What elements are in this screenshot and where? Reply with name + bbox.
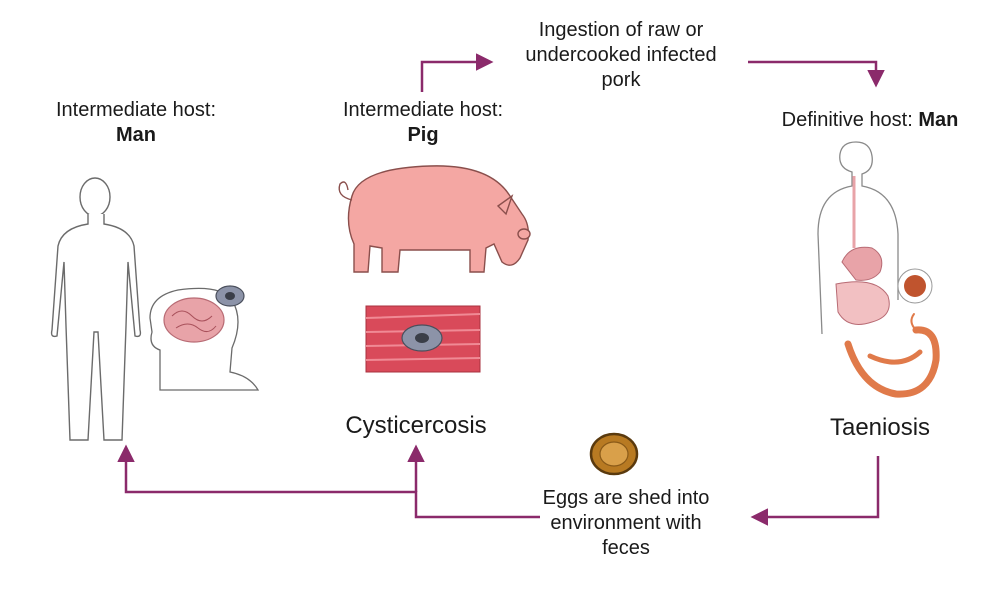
definitive-host-role: Definitive host: <box>782 109 913 131</box>
ingestion-line-2: undercooked infected <box>498 43 744 68</box>
cysticercosis-label: Cysticercosis <box>326 412 506 440</box>
tapeworm <box>848 314 936 394</box>
arrow-ingestion-to-definitive-host <box>748 62 876 84</box>
pig-host-name: Pig <box>310 123 536 148</box>
human-host-name: Man <box>28 123 244 148</box>
eggs-line-3: feces <box>508 536 744 561</box>
ingestion-line-1: Ingestion of raw or <box>498 18 744 43</box>
eggs-line-1: Eggs are shed into <box>508 486 744 511</box>
human-host-role: Intermediate host: <box>28 98 244 123</box>
ingestion-label: Ingestion of raw or undercooked infected… <box>498 18 744 93</box>
definitive-host-label: Definitive host: Man <box>756 108 984 133</box>
head-with-brain <box>150 286 258 390</box>
muscle-with-cyst <box>366 306 480 372</box>
human-figure <box>52 178 141 440</box>
pig-host-role: Intermediate host: <box>310 98 536 123</box>
eggs-label: Eggs are shed into environment with fece… <box>508 486 744 561</box>
pig-illustration <box>339 166 530 272</box>
taeniosis-label: Taeniosis <box>808 414 952 442</box>
egg-illustration <box>591 434 637 474</box>
pig-host-label: Intermediate host: Pig <box>310 98 536 148</box>
ingestion-line-3: pork <box>498 68 744 93</box>
arrow-eggs-to-man <box>126 448 540 517</box>
human-host-label: Intermediate host: Man <box>28 98 244 148</box>
arrow-pig-to-ingestion <box>422 62 490 92</box>
eggs-line-2: environment with <box>508 511 744 536</box>
definitive-host-name: Man <box>918 109 958 131</box>
arrow-taeniosis-to-eggs <box>754 456 878 517</box>
definitive-host-figure <box>818 142 932 334</box>
